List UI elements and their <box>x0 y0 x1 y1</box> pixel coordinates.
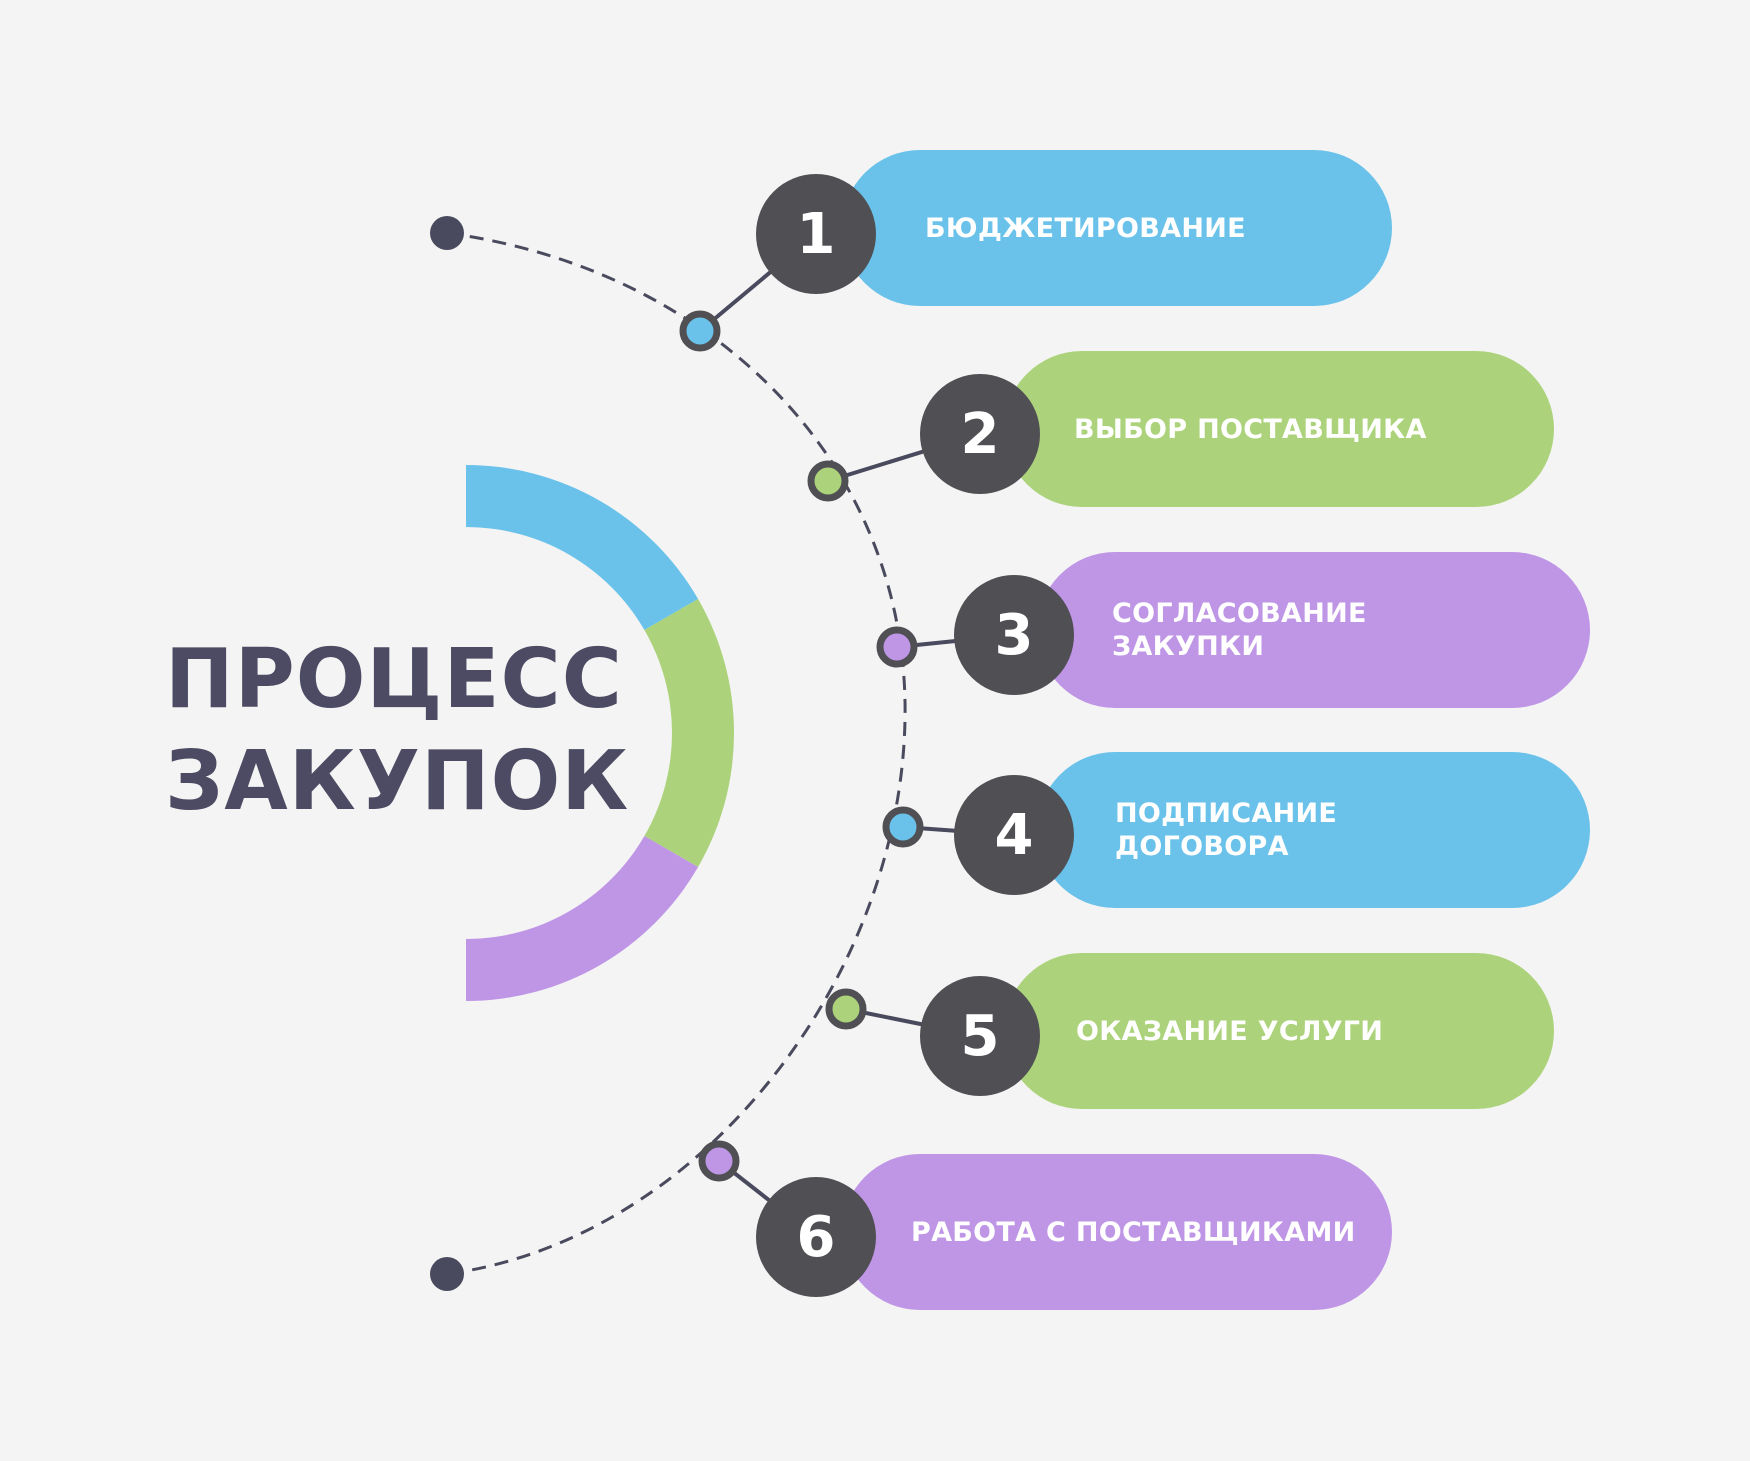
timeline-end-dot <box>430 1257 464 1291</box>
step-number-1: 1 <box>756 174 876 294</box>
step-number-3: 3 <box>954 575 1074 695</box>
timeline-node-4 <box>882 806 924 848</box>
timeline-node-3 <box>876 626 918 668</box>
timeline-node-6 <box>698 1140 740 1182</box>
timeline-start-dot <box>430 216 464 250</box>
step-label-6: РАБОТА С ПОСТАВЩИКАМИ <box>911 1216 1356 1248</box>
step-label-2: ВЫБОР ПОСТАВЩИКА <box>1074 413 1427 445</box>
step-pill-2 <box>1004 351 1554 507</box>
title-line-2: ЗАКУПОК <box>165 734 630 829</box>
step-number-2: 2 <box>920 374 1040 494</box>
arc-segment-green <box>644 599 735 867</box>
title-line-1: ПРОЦЕСС <box>165 632 623 727</box>
arc-segment-blue <box>466 465 699 630</box>
step-pill-5 <box>1004 953 1554 1109</box>
step-number-4: 4 <box>954 775 1074 895</box>
step-number-6: 6 <box>756 1177 876 1297</box>
step-label-4: ПОДПИСАНИЕ ДОГОВОРА <box>1115 798 1338 862</box>
step-pill-6 <box>842 1154 1392 1310</box>
step-pill-1 <box>842 150 1392 306</box>
timeline-node-1 <box>679 310 721 352</box>
step-pill-3 <box>1037 552 1590 708</box>
arc-segment-purple <box>466 836 699 1001</box>
timeline-node-2 <box>807 460 849 502</box>
timeline-node-5 <box>825 988 867 1030</box>
step-label-1: БЮДЖЕТИРОВАНИЕ <box>925 212 1246 244</box>
step-label-3: СОГЛАСОВАНИЕ ЗАКУПКИ <box>1112 598 1367 662</box>
color-arc <box>466 465 735 1001</box>
step-pill-4 <box>1037 752 1590 908</box>
step-label-5: ОКАЗАНИЕ УСЛУГИ <box>1076 1015 1384 1047</box>
step-number-5: 5 <box>920 976 1040 1096</box>
